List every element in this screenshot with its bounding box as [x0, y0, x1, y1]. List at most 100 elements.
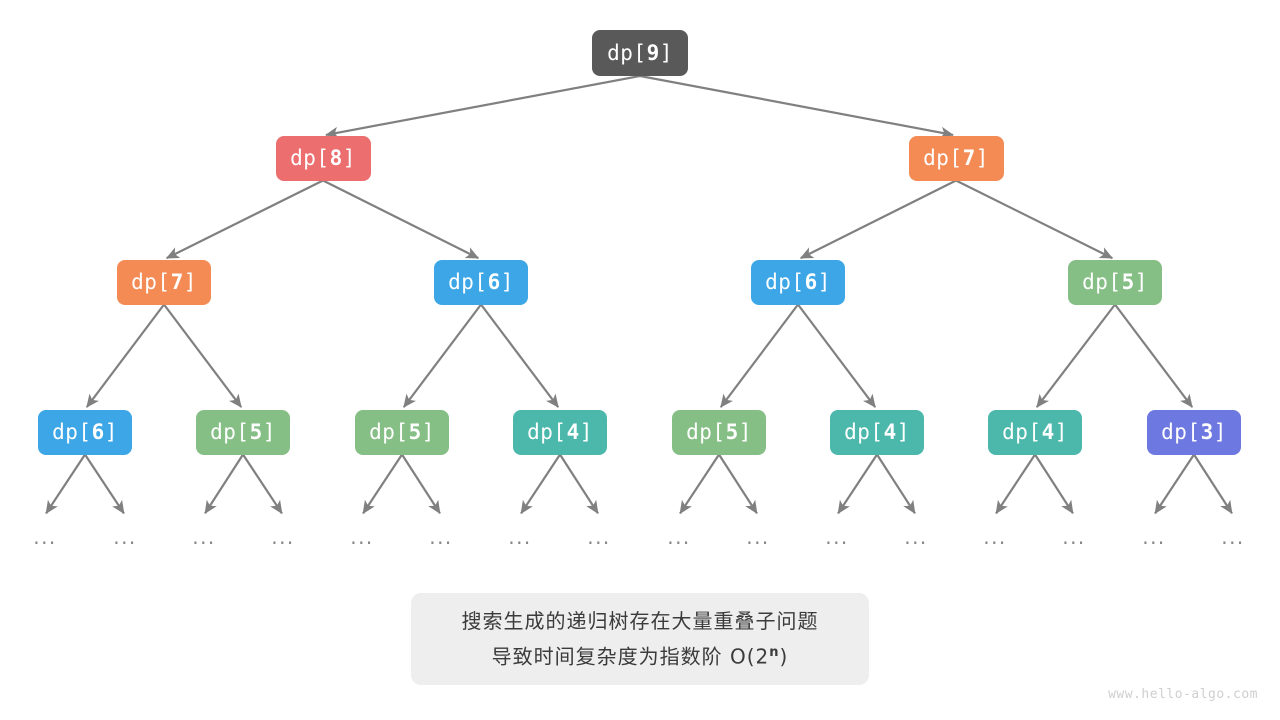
node-label-prefix: dp[ [52, 420, 92, 444]
edge-n3-n8 [163, 303, 243, 408]
tree-node-n12: dp[4] [830, 409, 924, 455]
caption-exponent: n [769, 645, 780, 661]
tree-node-n8: dp[5] [196, 409, 290, 455]
tree-node-n5: dp[6] [751, 259, 845, 305]
ellipsis-edge-2 [204, 453, 244, 515]
ellipsis-edge-15 [1193, 453, 1233, 515]
ellipsis-label: ... [904, 525, 928, 549]
tree-node-n14: dp[3] [1147, 409, 1241, 455]
node-label-value: 8 [329, 146, 343, 170]
ellipsis-edge-9 [718, 453, 758, 515]
ellipsis-label: ... [587, 525, 611, 549]
node-label-prefix: dp[ [1161, 420, 1201, 444]
node-label-prefix: dp[ [607, 41, 647, 65]
node-label-suffix: ] [421, 420, 435, 444]
ellipsis-edge-1 [84, 453, 125, 515]
node-label-value: 5 [725, 420, 739, 444]
node-label-suffix: ] [342, 146, 356, 170]
node-label-prefix: dp[ [448, 270, 488, 294]
node-label-value: 7 [962, 146, 976, 170]
edge-n2-n5 [799, 179, 957, 260]
node-label-value: 6 [91, 420, 105, 444]
node-label-prefix: dp[ [290, 146, 330, 170]
node-label-prefix: dp[ [527, 420, 567, 444]
node-label-prefix: dp[ [923, 146, 963, 170]
tree-node-n13: dp[4] [988, 409, 1082, 455]
node-label-value: 6 [487, 270, 501, 294]
node-label-value: 3 [1200, 420, 1214, 444]
node-label-value: 4 [883, 420, 897, 444]
node-label-value: 4 [566, 420, 580, 444]
node-label-suffix: ] [262, 420, 276, 444]
node-label-suffix: ] [975, 146, 989, 170]
edge-n5-n11 [719, 303, 799, 408]
node-label-value: 5 [1121, 270, 1135, 294]
ellipsis-label: ... [350, 525, 374, 549]
edge-n0-n2 [639, 74, 954, 139]
node-label-prefix: dp[ [1082, 270, 1122, 294]
tree-node-n1: dp[8] [275, 135, 371, 181]
node-label-suffix: ] [896, 420, 910, 444]
node-label-suffix: ] [183, 270, 197, 294]
node-label-suffix: ] [500, 270, 514, 294]
tree-node-n9: dp[5] [355, 409, 449, 455]
caption-line-2-suffix: ) [779, 644, 789, 669]
edge-n2-n6 [955, 179, 1114, 260]
node-label-suffix: ] [1134, 270, 1148, 294]
ellipsis-edge-3 [242, 453, 283, 515]
node-label-prefix: dp[ [1002, 420, 1042, 444]
tree-node-n0: dp[9] [592, 30, 688, 76]
ellipsis-label: ... [825, 525, 849, 549]
node-label-value: 5 [408, 420, 422, 444]
node-label-suffix: ] [817, 270, 831, 294]
tree-edges [85, 74, 1194, 408]
ellipsis-label: ... [1221, 525, 1245, 549]
tree-node-n11: dp[5] [672, 409, 766, 455]
ellipsis-label: ... [113, 525, 137, 549]
caption-line-1: 搜索生成的递归树存在大量重叠子问题 [461, 609, 819, 634]
ellipsis-label: ... [33, 525, 57, 549]
node-label-suffix: ] [579, 420, 593, 444]
ellipsis-edge-6 [520, 453, 561, 515]
tree-node-n7: dp[6] [38, 409, 132, 455]
ellipsis-edge-12 [995, 453, 1036, 515]
ellipsis-edge-0 [45, 453, 86, 515]
node-label-value: 9 [646, 41, 660, 65]
node-label-suffix: ] [104, 420, 118, 444]
ellipsis-label: ... [746, 525, 770, 549]
ellipsis-label: ... [983, 525, 1007, 549]
ellipsis-label: ... [192, 525, 216, 549]
tree-node-n4: dp[6] [434, 259, 528, 305]
node-label-suffix: ] [738, 420, 752, 444]
edge-n4-n10 [480, 303, 560, 408]
tree-node-n10: dp[4] [513, 409, 607, 455]
ellipsis-label: ... [667, 525, 691, 549]
node-label-prefix: dp[ [765, 270, 805, 294]
ellipsis-label: ... [429, 525, 453, 549]
ellipsis-edge-5 [401, 453, 441, 515]
ellipsis-edge-7 [559, 453, 599, 515]
ellipsis-edge-14 [1154, 453, 1195, 515]
caption-line-2-prefix: 导致时间复杂度为指数阶 O(2 [491, 644, 770, 669]
node-label-value: 7 [170, 270, 184, 294]
tree-node-n3: dp[7] [117, 259, 211, 305]
node-label-prefix: dp[ [844, 420, 884, 444]
caption-box: 搜索生成的递归树存在大量重叠子问题 导致时间复杂度为指数阶 O(2n) [411, 593, 869, 685]
tree-node-n2: dp[7] [908, 135, 1004, 181]
ellipsis-edge-11 [876, 453, 916, 515]
ellipsis-edges [45, 453, 1233, 515]
node-label-suffix: ] [1054, 420, 1068, 444]
node-label-value: 5 [249, 420, 263, 444]
ellipsis-edge-10 [837, 453, 878, 515]
node-label-value: 6 [804, 270, 818, 294]
ellipsis-label: ... [271, 525, 295, 549]
node-label-prefix: dp[ [686, 420, 726, 444]
caption-line-2: 导致时间复杂度为指数阶 O(2n) [492, 637, 789, 673]
ellipsis-edge-8 [679, 453, 720, 515]
node-label-prefix: dp[ [131, 270, 171, 294]
ellipsis-edge-13 [1034, 453, 1074, 515]
ellipsis-label: ... [1142, 525, 1166, 549]
node-label-prefix: dp[ [369, 420, 409, 444]
edge-n0-n1 [325, 74, 641, 139]
